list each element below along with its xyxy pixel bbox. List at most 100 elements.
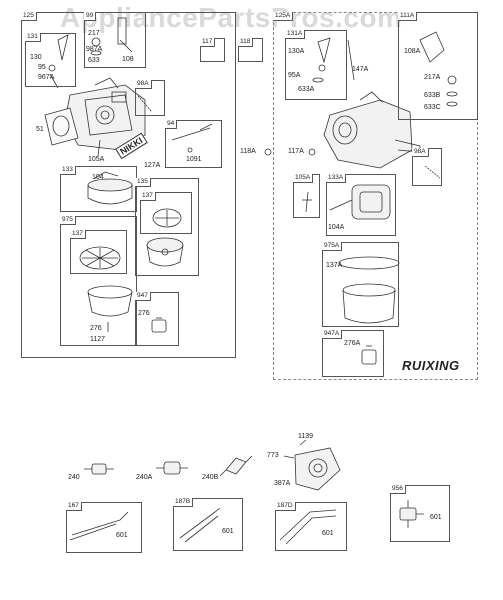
fuel-pump-illustration [283, 439, 341, 491]
part-label-601-187b: 601 [222, 528, 234, 535]
shaft-147a-illustration [347, 39, 355, 81]
group-label-125a: 125A [273, 12, 294, 21]
part-label-127a: 127A [144, 162, 161, 169]
box-133a [326, 174, 396, 236]
group-label-131: 131 [25, 33, 41, 42]
group-label-137a: 137 [140, 192, 156, 201]
spring-98a-right-illustration [424, 165, 441, 179]
part-label-240a: 240A [136, 474, 153, 481]
group-label-947a: 947A [322, 330, 343, 339]
part-label-276a: 276A [344, 340, 361, 347]
box-99 [84, 12, 146, 68]
part-label-276-left: 276 [90, 325, 102, 332]
box-167 [66, 502, 142, 553]
group-label-105a: 105A [293, 174, 314, 183]
bowl-975-illustration [79, 246, 133, 332]
part-label-387a: 387A [274, 480, 291, 487]
part-label-137a: 137A [326, 262, 343, 269]
choke-parts-illustration [48, 34, 69, 89]
group-label-125: 125 [21, 12, 37, 21]
part-label-108a: 108A [404, 48, 421, 55]
part-label-601-187d: 601 [322, 530, 334, 537]
box-111a [398, 12, 478, 120]
choke-parts-right-illustration [312, 37, 331, 83]
box-135 [135, 178, 199, 276]
needle-105a-illustration [97, 139, 101, 157]
part-label-601-167: 601 [116, 532, 128, 539]
part-label-633b: 633B [424, 92, 441, 99]
group-label-135: 135 [135, 178, 151, 187]
box-947a [322, 330, 384, 377]
right-main-frame [273, 12, 478, 380]
part-label-95a: 95A [288, 72, 301, 79]
part-label-118a: 118A [240, 148, 256, 155]
diaphragm-137-illustration [152, 208, 182, 228]
part-label-987a: 987A [86, 46, 103, 53]
group-label-947: 947 [135, 292, 151, 301]
filter-240-illustration [84, 463, 114, 475]
part-label-130a: 130A [288, 48, 305, 55]
group-label-133: 133 [60, 166, 76, 175]
part-label-773: 773 [267, 452, 279, 459]
part-label-147a: 147A [352, 66, 369, 73]
part-label-633a: 633A [298, 86, 315, 93]
box-137-outer [70, 230, 127, 274]
fuel-line-187d-illustration [279, 509, 337, 545]
fuel-line-187b-illustration [179, 507, 221, 543]
part-118a-illustration [264, 148, 272, 156]
part-label-601-956: 601 [430, 514, 442, 521]
float-133a-illustration [329, 184, 391, 220]
float-133-illustration [87, 171, 133, 205]
part-label-633c: 633C [424, 104, 441, 111]
needle-105a-right-illustration [302, 191, 312, 213]
part-label-276-947: 276 [138, 310, 150, 317]
box-137-inner [140, 192, 192, 234]
pump-135-illustration [146, 237, 184, 267]
box-956 [390, 485, 450, 542]
part-label-95: 95 [38, 64, 46, 71]
group-label-118: 118 [238, 38, 254, 47]
group-label-133a: 133A [326, 174, 347, 183]
group-label-99: 99 [84, 12, 97, 21]
drain-947a-illustration [361, 345, 377, 365]
part-label-130: 130 [30, 54, 42, 61]
ruixing-brand-label: RUIXING [402, 358, 460, 373]
group-label-167: 167 [66, 502, 82, 511]
part-label-633: 633 [88, 57, 100, 64]
carburetor-right-illustration [323, 91, 421, 169]
group-label-94: 94 [165, 120, 178, 129]
throttle-parts-illustration [90, 17, 133, 56]
group-label-187d: 187D [275, 502, 296, 511]
box-187d [275, 502, 347, 551]
box-94 [165, 120, 222, 168]
part-label-1091: 1091 [186, 156, 202, 163]
gasket-left-illustration [44, 107, 79, 146]
part-label-240: 240 [68, 474, 80, 481]
part-label-108: 108 [122, 56, 134, 63]
part-label-51: 51 [36, 126, 44, 133]
valve-956-illustration [399, 500, 424, 528]
part-label-117a: 117A [288, 148, 304, 155]
screw-94-illustration [171, 123, 213, 141]
filter-240a-illustration [156, 461, 188, 475]
part-117a-illustration [308, 148, 316, 156]
box-133 [60, 166, 137, 212]
box-131a [285, 30, 347, 100]
part-label-1139: 1139 [298, 433, 314, 440]
group-label-137b: 137 [70, 230, 86, 239]
part-label-217: 217 [88, 30, 100, 37]
screw-1091-illustration [187, 147, 193, 153]
fuel-line-167-illustration [69, 511, 129, 541]
box-975a [322, 242, 399, 327]
group-label-975a: 975A [322, 242, 343, 251]
group-label-111a: 111A [398, 12, 418, 21]
part-label-217a: 217A [424, 74, 441, 81]
part-label-1127: 1127 [90, 336, 106, 343]
part-label-104a: 104A [328, 224, 345, 231]
group-label-131a: 131A [285, 30, 306, 39]
group-label-98a-right: 98A [412, 148, 429, 157]
group-label-975: 975 [60, 216, 76, 225]
filter-240b-illustration [219, 455, 253, 477]
part-label-967a: 967A [38, 74, 55, 81]
part-label-240b: 240B [202, 474, 219, 481]
